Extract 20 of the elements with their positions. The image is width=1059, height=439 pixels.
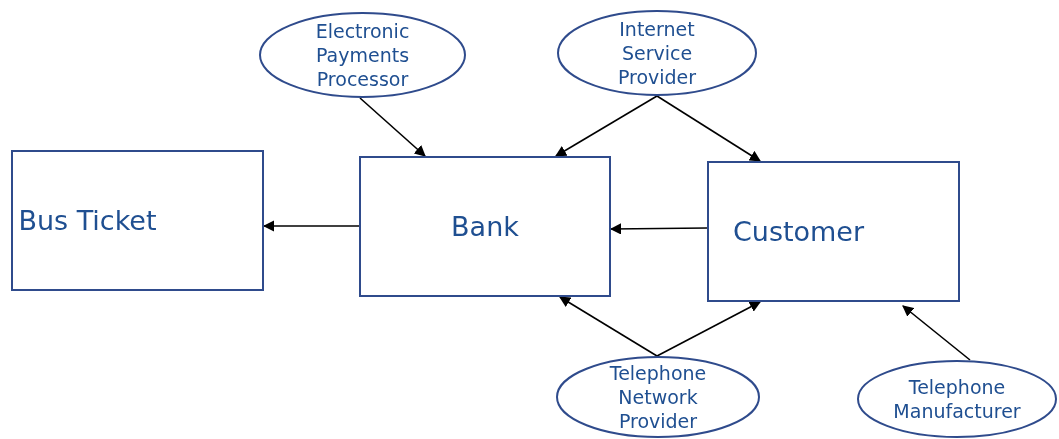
ellipse-node [857, 360, 1057, 438]
node-label: Customer [732, 216, 865, 247]
node-label: Electronic Payments Processor [314, 19, 411, 91]
ellipse-node [556, 356, 760, 438]
ellipse-node [557, 10, 757, 96]
node-label: Bus Ticket [18, 205, 157, 236]
process-box [11, 150, 264, 291]
arrow [902, 305, 971, 361]
arrow [656, 301, 761, 357]
arrow [656, 95, 761, 162]
arrow [559, 296, 658, 357]
process-box [707, 161, 960, 302]
arrow [359, 97, 426, 157]
node-label: Telephone Network Provider [608, 361, 708, 433]
process-box [359, 156, 611, 297]
ellipse-node [259, 12, 466, 98]
arrow [555, 95, 658, 157]
node-label: Internet Service Provider [616, 17, 698, 89]
node-label: Telephone Manufacturer [892, 375, 1022, 423]
node-label: Bank [451, 211, 519, 242]
